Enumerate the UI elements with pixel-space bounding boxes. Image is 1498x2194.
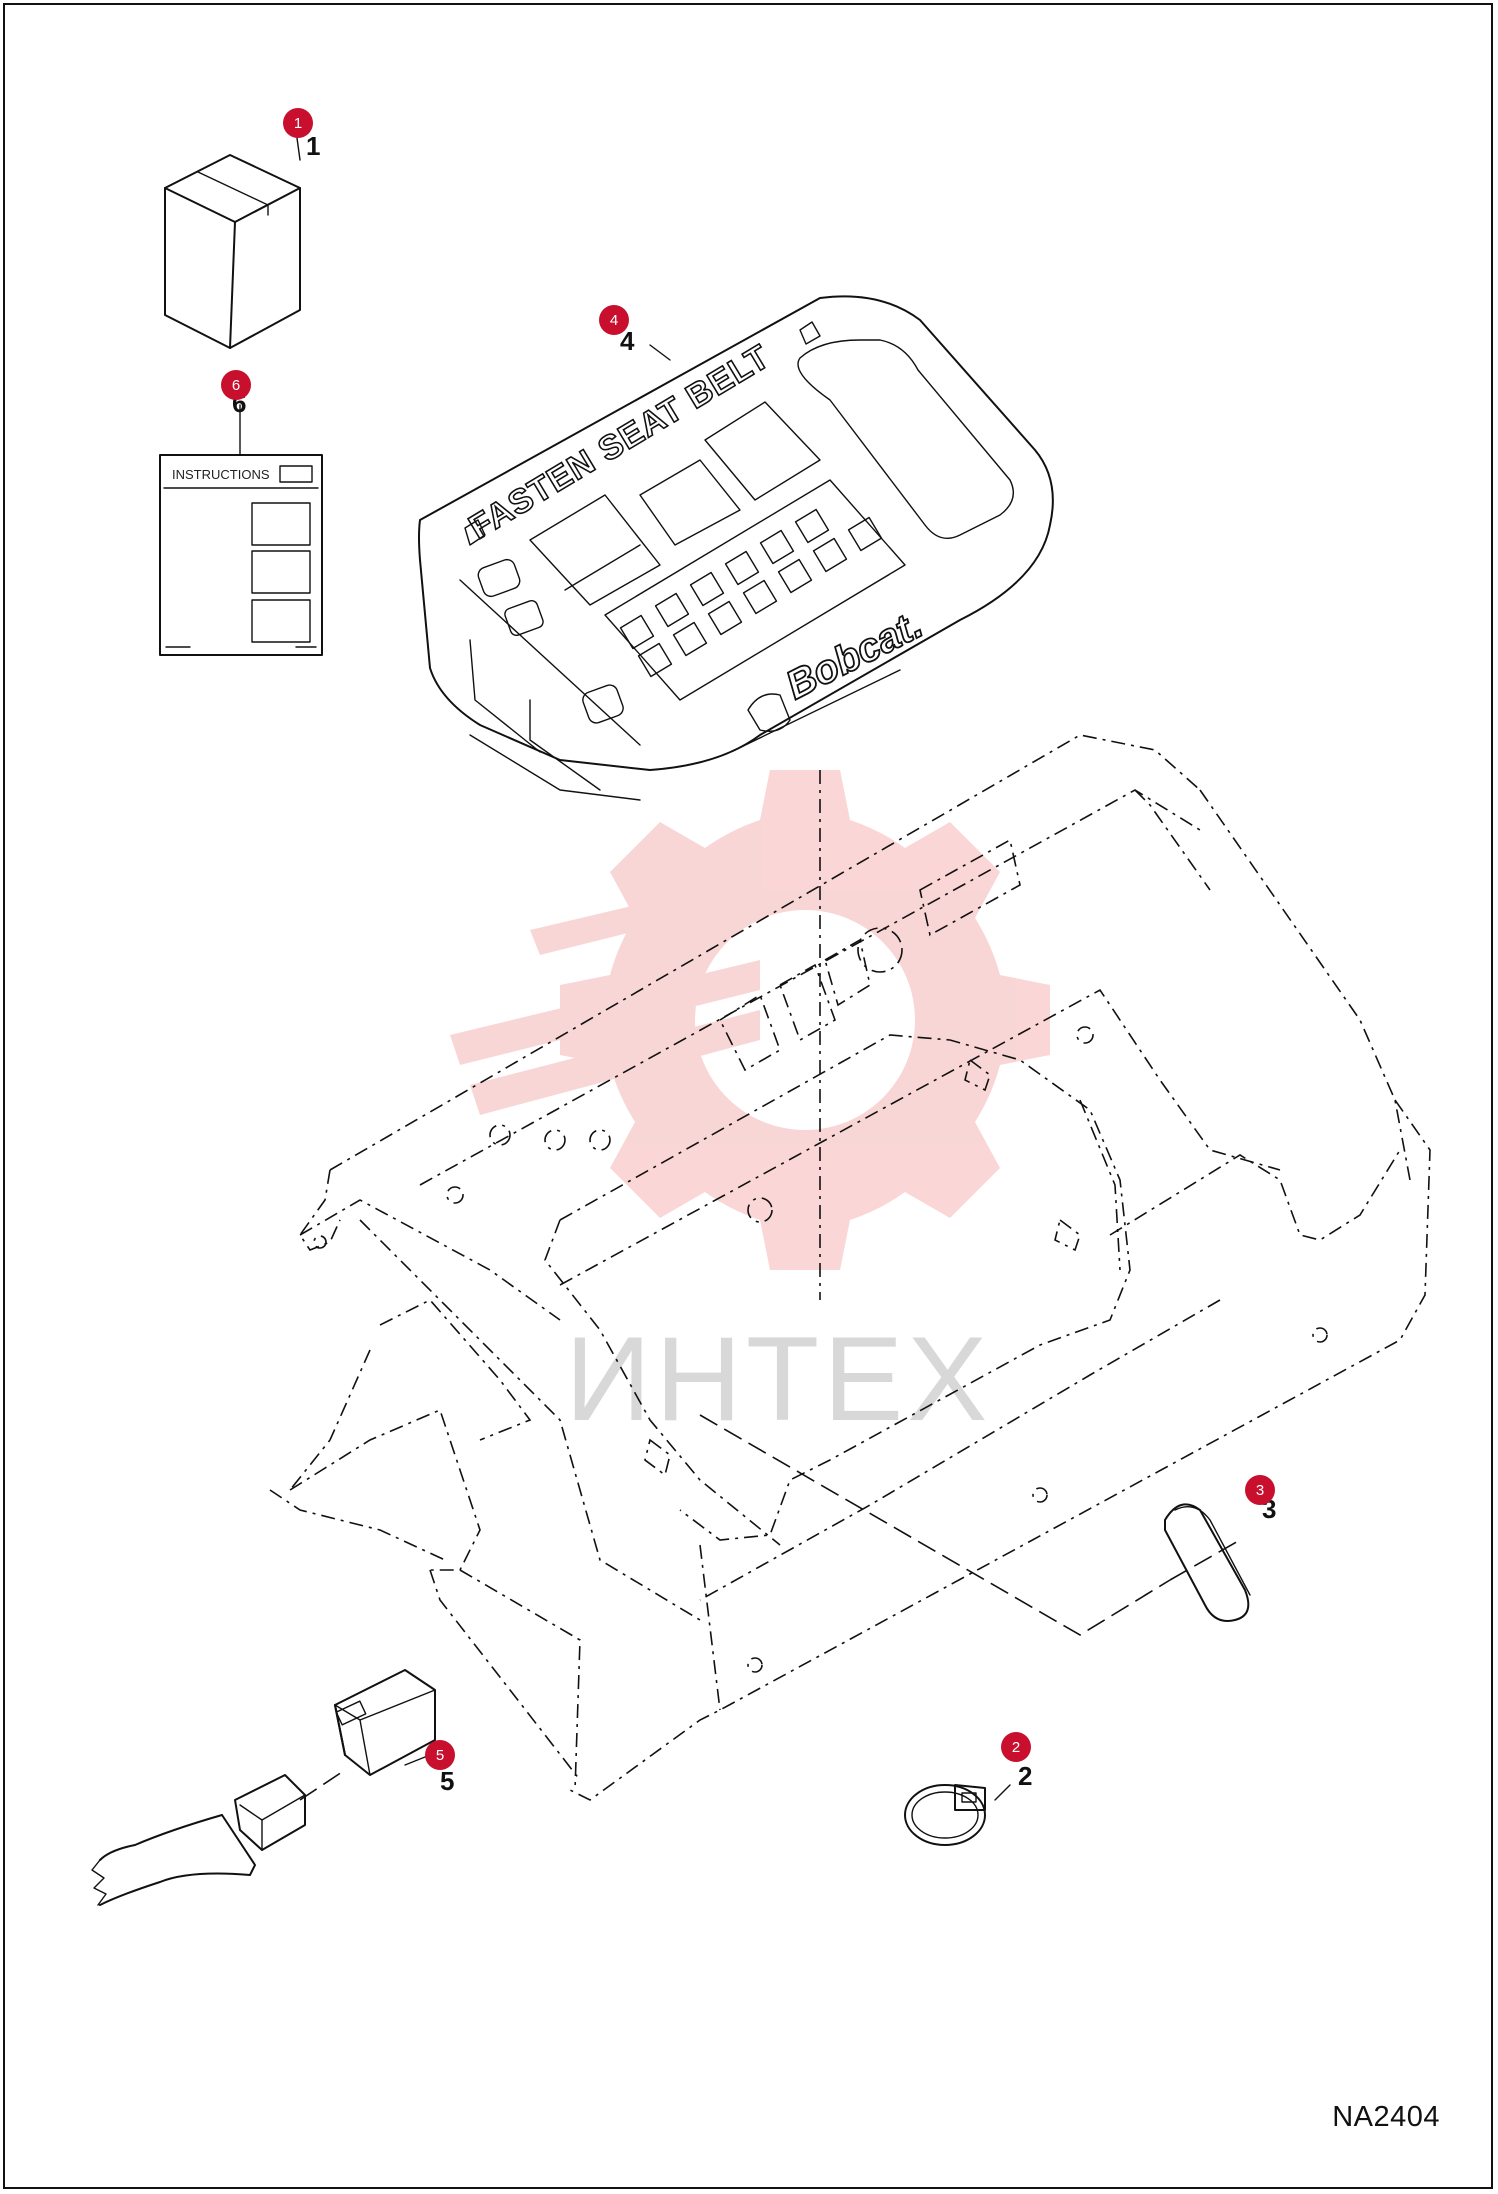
svg-text:3: 3 [1256, 1482, 1264, 1499]
leader-line-5 [299, 1769, 346, 1801]
callout-number-4: 4 [620, 326, 635, 356]
callout-leader-2 [994, 1784, 1011, 1801]
callout-badge-4[interactable]: 4 [599, 305, 629, 335]
callout-badge-1[interactable]: 1 [283, 108, 313, 138]
panel-button-grid [604, 479, 906, 701]
part-6-instruction-sheet: INSTRUCTIONS [159, 454, 323, 656]
svg-text:6: 6 [232, 377, 240, 394]
part-4-instrument-panel: FASTEN SEAT BELT [418, 295, 1054, 801]
callout-badge-3[interactable]: 3 [1245, 1475, 1275, 1505]
callout-leader-1 [296, 137, 301, 161]
svg-text:1: 1 [294, 115, 302, 132]
watermark-text: ИНТЕХ [565, 1312, 991, 1446]
callout-badge-2[interactable]: 2 [1001, 1732, 1031, 1762]
callout-number-5: 5 [440, 1766, 454, 1796]
figure-number: NA2404 [1332, 2101, 1440, 2133]
svg-text:5: 5 [436, 1747, 444, 1764]
callout-badge-6[interactable]: 6 [221, 370, 251, 400]
part-1-box [164, 154, 301, 349]
part-2-cable-tie [904, 1784, 986, 1846]
drawing-frame [3, 3, 1493, 2189]
callout-number-2: 2 [1018, 1761, 1032, 1791]
console-frame [269, 734, 1431, 1801]
callout-number-1: 1 [306, 131, 320, 161]
callout-numbers: 1 2 3 4 5 6 [232, 131, 1276, 1796]
watermark-gear-logo [450, 770, 1050, 1270]
svg-text:4: 4 [610, 312, 618, 329]
svg-text:2: 2 [1012, 1739, 1020, 1756]
part-5-connector [334, 1669, 436, 1776]
part-3-grommet [1164, 1503, 1251, 1622]
callout-badge-5[interactable]: 5 [425, 1740, 455, 1770]
callout-badges[interactable]: 1 2 3 4 5 6 [221, 108, 1275, 1770]
leader-line-3 [1169, 1539, 1241, 1581]
wire-harness [91, 1774, 306, 1906]
instructions-title: INSTRUCTIONS [172, 467, 270, 482]
callout-leader-4 [649, 344, 671, 361]
